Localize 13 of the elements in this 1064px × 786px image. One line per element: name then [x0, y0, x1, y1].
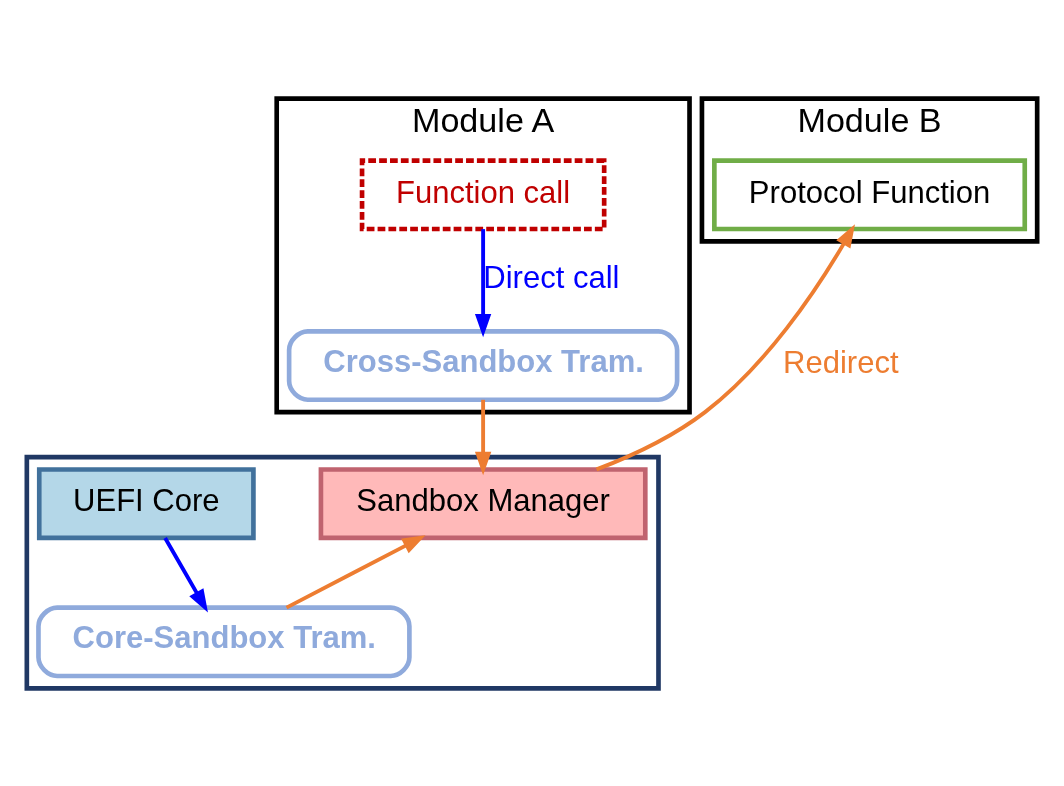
arrow	[285, 534, 426, 609]
node-box: Sandbox Manager	[318, 466, 648, 540]
edge-label: Redirect	[783, 344, 899, 380]
node-box: Core-Sandbox Tram.	[36, 604, 412, 678]
arrow	[474, 228, 492, 337]
edge-label: Direct call	[483, 259, 620, 295]
cluster	[24, 454, 661, 691]
node-box: Function call	[359, 157, 607, 231]
node-box: UEFI Core	[36, 466, 256, 540]
node-box: Protocol Function	[712, 157, 1028, 231]
arrow	[474, 399, 492, 475]
node-box: Cross-Sandbox Tram.	[286, 328, 680, 402]
arrow	[163, 536, 208, 612]
